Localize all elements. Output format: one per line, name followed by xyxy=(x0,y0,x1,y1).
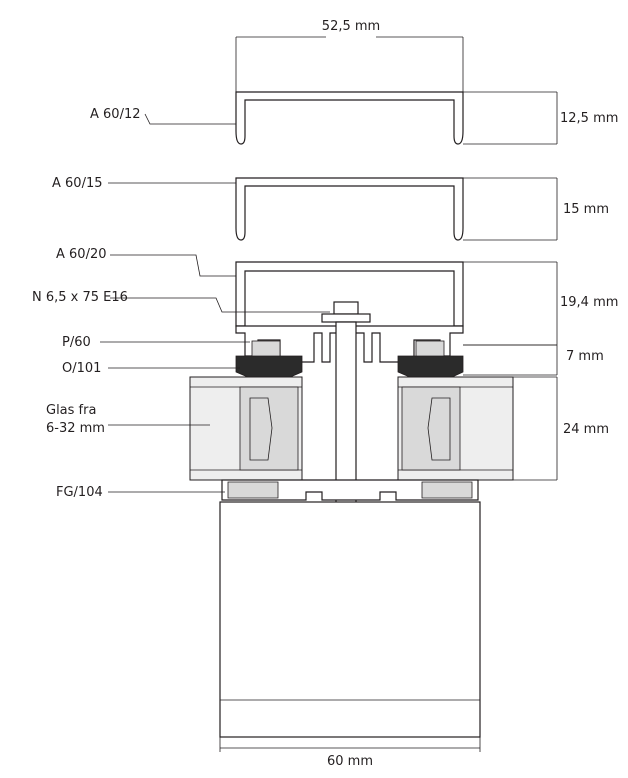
dimension-p60-height: 7 mm xyxy=(463,344,604,376)
glass-pane-right xyxy=(397,376,514,481)
label-a6020-text: A 60/20 xyxy=(56,247,107,262)
profile-a6012 xyxy=(235,91,464,145)
label-p60: P/60 xyxy=(62,335,250,350)
base-beam xyxy=(219,501,481,738)
label-glass-line1: Glas fra xyxy=(46,403,96,418)
dimension-bottom-width-label: 60 mm xyxy=(327,754,373,769)
dimension-glass-height: 24 mm xyxy=(513,376,609,481)
dimension-p60-label: 7 mm xyxy=(566,349,604,364)
label-a6015: A 60/15 xyxy=(52,176,236,191)
label-a6012-text: A 60/12 xyxy=(90,107,141,122)
dimension-a6020-height: 19,4 mm xyxy=(463,261,618,346)
label-o101: O/101 xyxy=(62,361,240,376)
dimension-top-width: 52,5 mm xyxy=(235,19,464,92)
label-o101-text: O/101 xyxy=(62,361,101,376)
label-glass-line2: 6-32 mm xyxy=(46,421,105,436)
profile-fg104 xyxy=(221,479,479,501)
dimension-a6012-height: 12,5 mm xyxy=(463,91,618,145)
label-a6012: A 60/12 xyxy=(90,107,236,125)
label-fg104-text: FG/104 xyxy=(56,485,103,500)
label-a6020: A 60/20 xyxy=(56,247,236,277)
label-screw-text: N 6,5 x 75 E16 xyxy=(32,290,128,305)
label-glass: Glas fra 6-32 mm xyxy=(46,403,210,436)
dimension-a6020-label: 19,4 mm xyxy=(560,295,618,310)
glass-pane-left xyxy=(189,376,303,481)
label-fg104: FG/104 xyxy=(56,485,225,500)
profile-a6015 xyxy=(235,177,464,241)
label-p60-text: P/60 xyxy=(62,335,91,350)
dimension-a6012-label: 12,5 mm xyxy=(560,111,618,126)
label-a6015-text: A 60/15 xyxy=(52,176,103,191)
label-screw: N 6,5 x 75 E16 xyxy=(32,290,330,313)
dimension-a6015-label: 15 mm xyxy=(563,202,609,217)
dimension-top-width-label: 52,5 mm xyxy=(322,19,380,34)
dimension-glass-label: 24 mm xyxy=(563,422,609,437)
dimension-a6015-height: 15 mm xyxy=(463,177,609,241)
dimension-bottom-width: 60 mm xyxy=(219,737,481,769)
profile-p60 xyxy=(235,325,464,363)
gasket-o101 xyxy=(235,355,464,379)
